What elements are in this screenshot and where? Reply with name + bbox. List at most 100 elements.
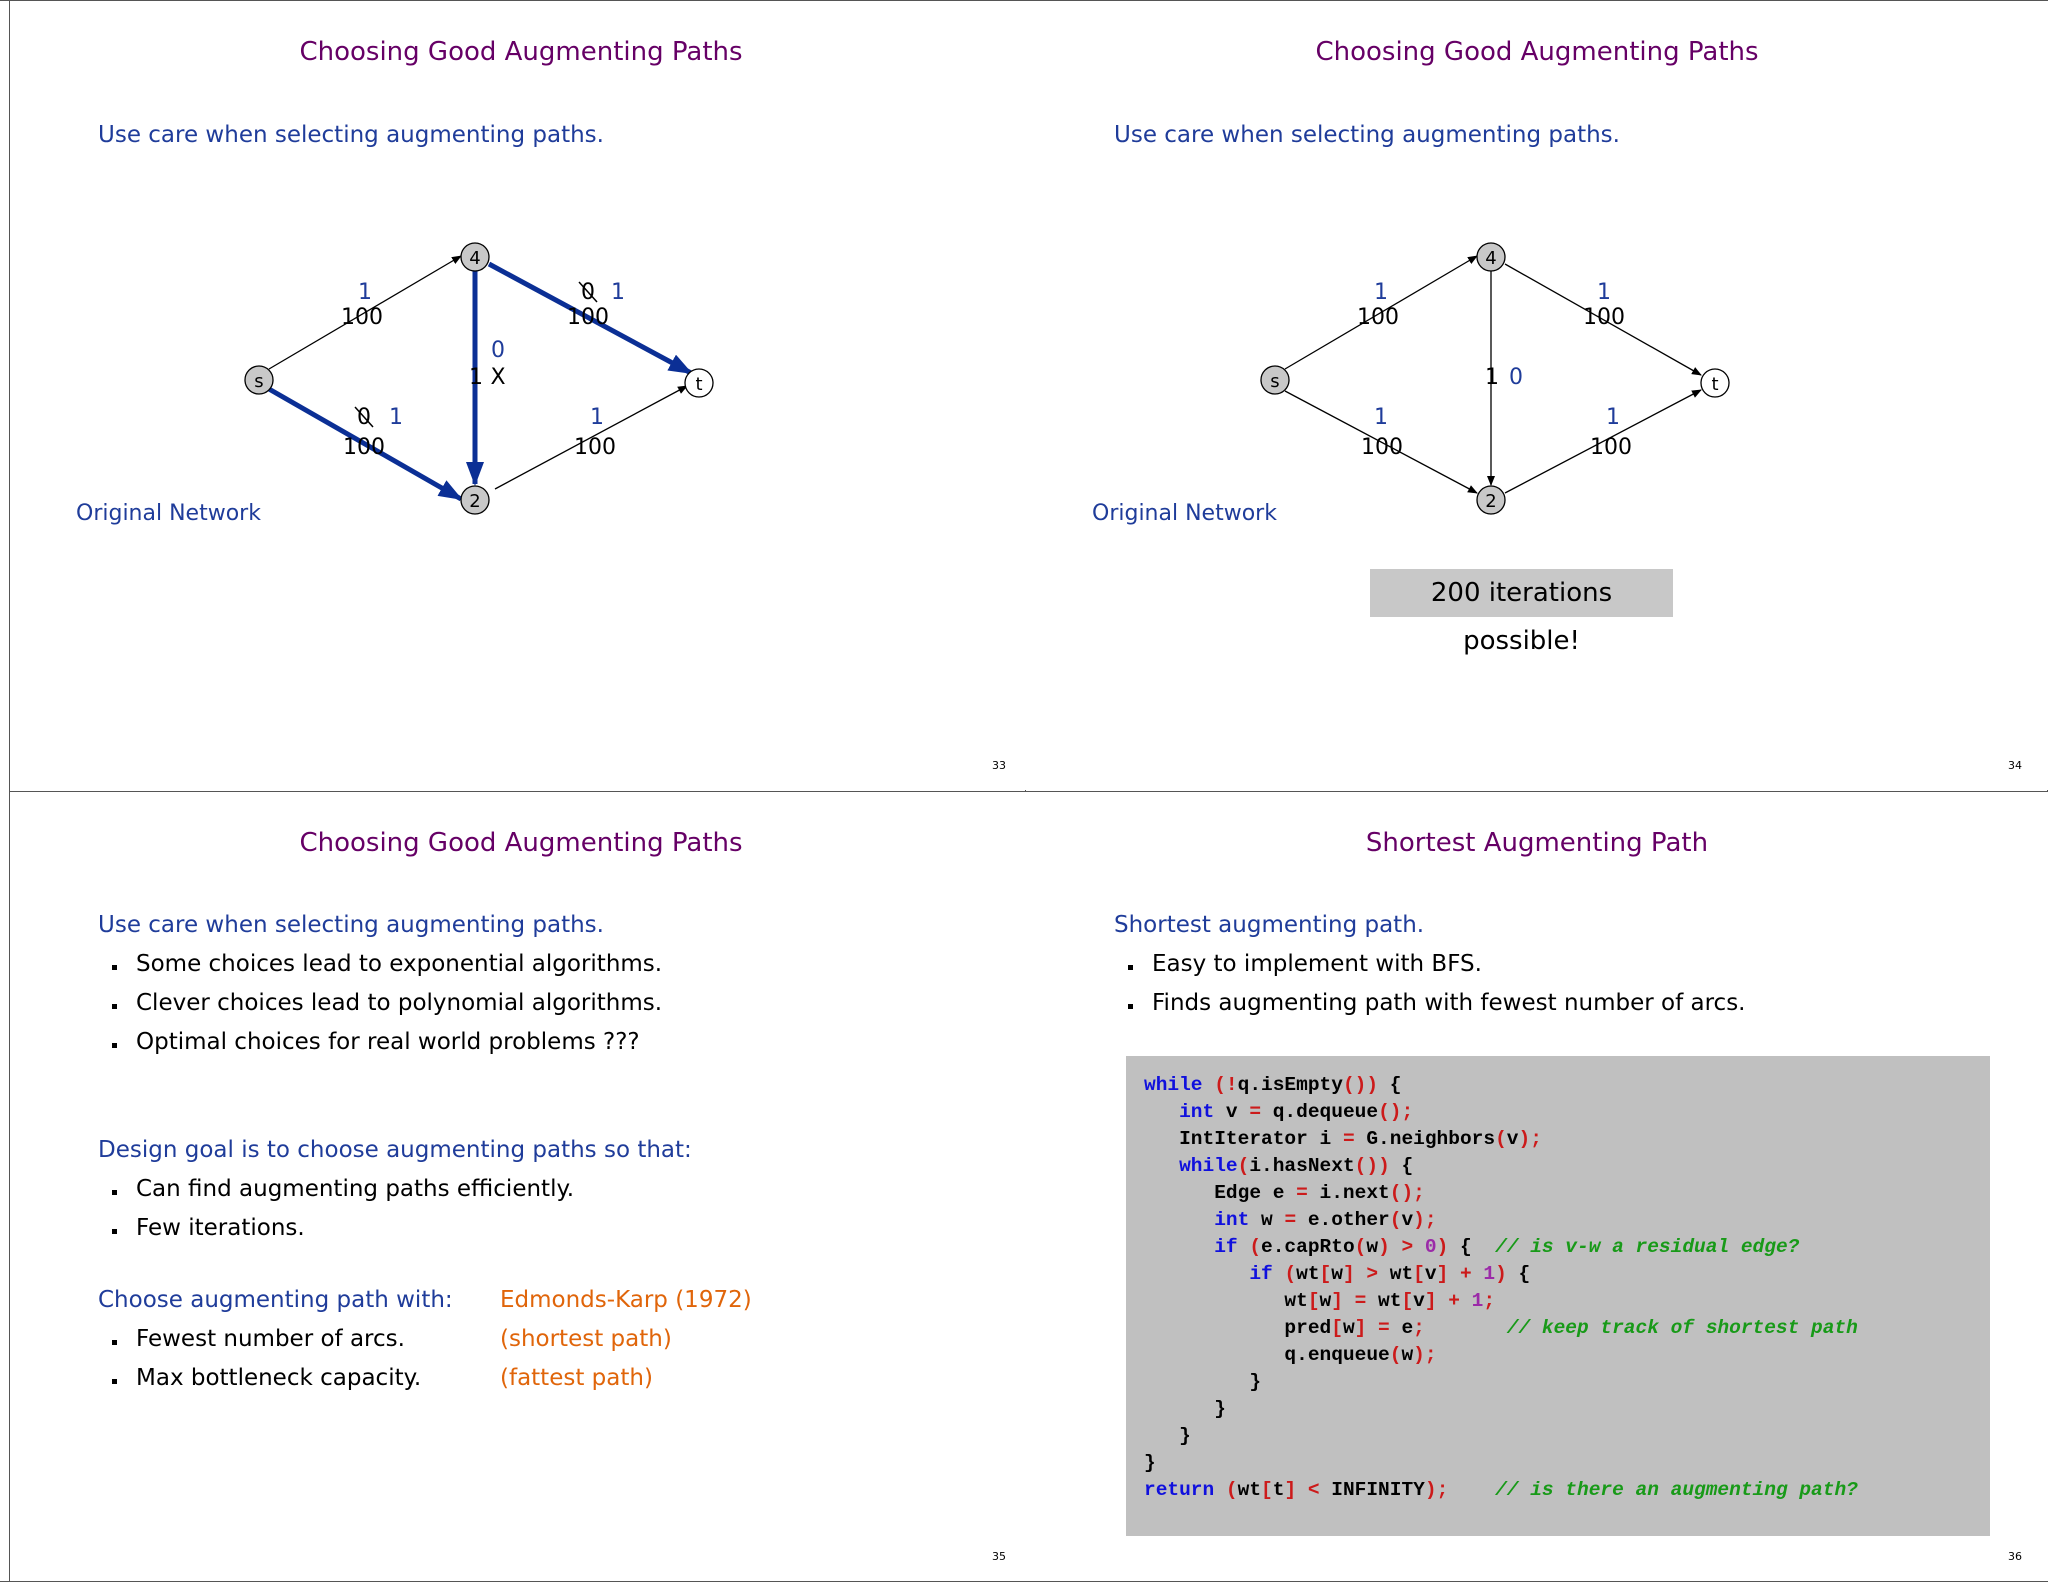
bfs-code-block: while (!q.isEmpty()) { int v = q.dequeue… — [1126, 1056, 1990, 1536]
svg-text:2: 2 — [1485, 491, 1496, 512]
flow-label: 1 — [1597, 280, 1611, 305]
slide-subtitle: Use care when selecting augmenting paths… — [98, 122, 604, 148]
bullet-item: Max bottleneck capacity. — [111, 1365, 422, 1391]
page-number: 36 — [2008, 1550, 2022, 1563]
slide-subtitle: Use care when selecting augmenting paths… — [98, 912, 604, 938]
code-line: int v = q.dequeue(); — [1179, 1101, 1414, 1123]
code-line: } — [1144, 1452, 1156, 1474]
capacity-label: 100 — [1590, 435, 1632, 460]
flow-label: 0 — [491, 338, 505, 363]
node-4: 4 — [1476, 242, 1506, 272]
capacity-label: 1 — [469, 365, 483, 390]
code-line: Edge e = i.next(); — [1144, 1182, 1425, 1204]
cross-mark — [578, 281, 598, 303]
node-s: s — [244, 365, 274, 395]
node-t: t — [1700, 368, 1730, 398]
slide-35: Choosing Good Augmenting Paths Use care … — [10, 792, 1032, 1581]
flow-label: 1 — [358, 280, 372, 305]
code-line: if (e.capRto(w) > 0) { // is v-w a resid… — [1214, 1236, 1800, 1258]
code-line: } — [1144, 1398, 1226, 1420]
code-line: return (wt[t] < INFINITY); // is there a… — [1144, 1479, 1858, 1501]
crossed-flow-label: X — [490, 365, 505, 390]
network-diagram: s 4 2 t 100 1 100 1 1 0 100 1 100 1 — [1260, 242, 1730, 515]
node-4: 4 — [460, 242, 490, 272]
capacity-label: 100 — [574, 435, 616, 460]
node-t: t — [684, 368, 714, 398]
bullet-item: Few iterations. — [112, 1215, 305, 1241]
edge-s-4 — [1284, 255, 1478, 370]
flow-label: 1 — [1606, 405, 1620, 430]
edmonds-karp-label: Edmonds-Karp (1972) — [500, 1287, 752, 1313]
code-line: while(i.hasNext()) { — [1179, 1155, 1414, 1177]
capacity-label: 1 — [1485, 365, 1499, 390]
svg-text:t: t — [695, 374, 702, 395]
flow-label: 1 — [389, 405, 403, 430]
flow-label: 1 — [611, 280, 625, 305]
code-line: IntIterator i = G.neighbors(v); — [1144, 1128, 1542, 1150]
slide-title: Choosing Good Augmenting Paths — [299, 37, 743, 67]
choose-heading: Choose augmenting path with: — [98, 1287, 453, 1313]
code-line: q.enqueue(w); — [1144, 1344, 1437, 1366]
edge-4-t — [1504, 263, 1702, 376]
node-s: s — [1260, 365, 1290, 395]
node-2: 2 — [460, 485, 490, 515]
code-line: while (!q.isEmpty()) { — [1144, 1074, 1402, 1096]
svg-text:t: t — [1711, 374, 1718, 395]
network-diagram: s 4 2 t 100 1 100 0 1 1 X 0 100 0 1 100 … — [244, 242, 714, 515]
slide-title: Choosing Good Augmenting Paths — [1315, 37, 1759, 67]
page-number: 34 — [2008, 759, 2022, 772]
edge-2-t — [494, 385, 688, 490]
page-number: 35 — [992, 1550, 1006, 1563]
edge-s-4 — [268, 255, 462, 370]
slide-34: Choosing Good Augmenting Paths Use care … — [1026, 1, 2048, 790]
code-line: int w = e.other(v); — [1214, 1209, 1437, 1231]
capacity-label: 100 — [341, 305, 383, 330]
design-goal-heading: Design goal is to choose augmenting path… — [98, 1137, 692, 1163]
edge-s-2 — [1284, 390, 1478, 494]
svg-text:2: 2 — [469, 491, 480, 512]
code-line: pred[w] = e; // keep track of shortest p… — [1144, 1317, 1858, 1339]
edge-2-t — [1504, 389, 1702, 494]
slide-33: Choosing Good Augmenting Paths Use care … — [10, 1, 1032, 790]
bullet-item: Can find augmenting paths efficiently. — [111, 1176, 575, 1202]
svg-text:s: s — [1270, 371, 1279, 392]
bullet-item: Clever choices lead to polynomial algori… — [111, 990, 663, 1016]
svg-text:s: s — [254, 371, 263, 392]
bullet-item: Fewest number of arcs. — [112, 1326, 405, 1352]
bullet-item: Finds augmenting path with fewest number… — [1128, 990, 1746, 1016]
page-number: 33 — [992, 759, 1006, 772]
capacity-label: 100 — [1361, 435, 1403, 460]
bullet-note: (shortest path) — [500, 1326, 672, 1352]
code-line: } — [1144, 1371, 1262, 1393]
cross-mark — [354, 406, 374, 428]
node-2: 2 — [1476, 485, 1506, 515]
slide-subtitle: Shortest augmenting path. — [1114, 912, 1425, 938]
code-line: } — [1144, 1425, 1191, 1447]
bullet-note: (fattest path) — [500, 1365, 653, 1391]
capacity-label: 100 — [343, 435, 385, 460]
capacity-label: 100 — [1583, 305, 1625, 330]
grid-frame-top — [0, 0, 2048, 1]
bullet-item: Some choices lead to exponential algorit… — [111, 951, 663, 977]
flow-label: 1 — [590, 405, 604, 430]
diagram-caption: Original Network — [76, 501, 261, 526]
flow-label: 1 — [1374, 280, 1388, 305]
slide-title: Shortest Augmenting Path — [1365, 828, 1709, 858]
capacity-label: 100 — [567, 305, 609, 330]
code-line: if (wt[w] > wt[v] + 1) { — [1249, 1263, 1531, 1285]
slide-title: Choosing Good Augmenting Paths — [299, 828, 743, 858]
slide-subtitle: Use care when selecting augmenting paths… — [1114, 122, 1620, 148]
svg-text:4: 4 — [469, 248, 480, 269]
diagram-caption: Original Network — [1092, 501, 1277, 526]
flow-label: 0 — [1509, 365, 1523, 390]
code-line: wt[w] = wt[v] + 1; — [1144, 1290, 1496, 1312]
capacity-label: 100 — [1357, 305, 1399, 330]
flow-label: 1 — [1374, 405, 1388, 430]
edge-4-t-highlight — [487, 261, 693, 376]
iterations-callout: 200 iterations possible! — [1370, 569, 1673, 656]
svg-text:4: 4 — [1485, 248, 1496, 269]
grid-divider-horizontal — [9, 791, 2048, 792]
bullet-item: Easy to implement with BFS. — [1128, 951, 1482, 977]
bullet-item: Optimal choices for real world problems … — [112, 1029, 640, 1055]
edge-s-2-highlight — [267, 386, 463, 502]
